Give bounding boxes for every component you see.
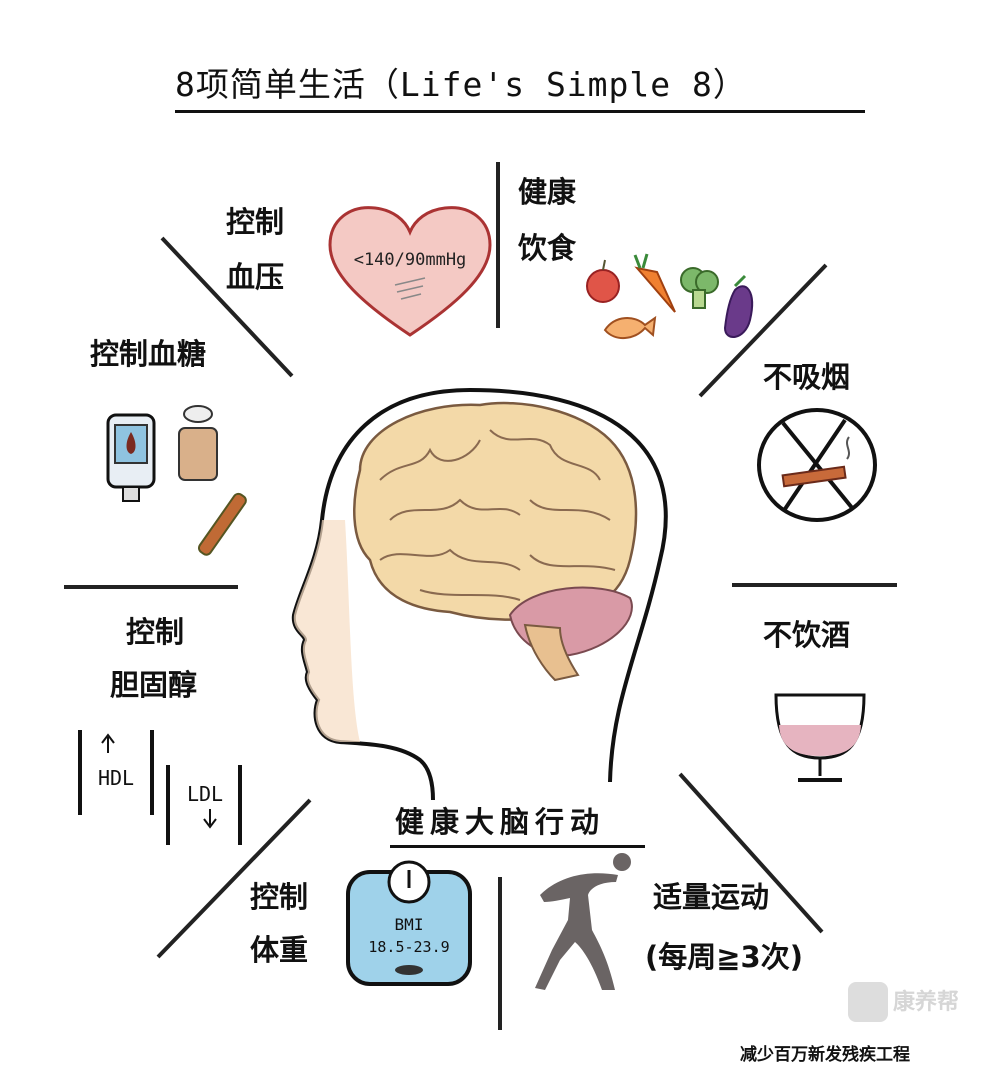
lancet-icon — [197, 492, 247, 556]
bp-label-line1: 控制 — [226, 205, 285, 239]
bp-annotation: <140/90mmHg — [354, 250, 467, 270]
exercising-person-icon — [535, 853, 631, 990]
bmi-label: BMI — [395, 915, 424, 934]
divider-line — [678, 772, 824, 934]
watermark-logo-icon — [848, 982, 888, 1022]
arrow-up-icon — [101, 733, 115, 753]
face-skin — [293, 520, 360, 742]
alcohol-label: 不饮酒 — [763, 618, 851, 652]
test-strip-vial-icon — [178, 405, 218, 481]
glucose-meter-icon — [106, 405, 247, 556]
cholesterol-label-line2: 胆固醇 — [110, 668, 198, 702]
watermark-text: 康养帮 — [893, 990, 960, 1015]
fish-icon — [603, 315, 657, 339]
center-label-underline — [390, 845, 645, 848]
footer-text: 减少百万新发残疾工程 — [740, 1045, 910, 1065]
page-title: 8项简单生活（Life's Simple 8） — [175, 60, 865, 113]
heart-icon: <140/90mmHg — [328, 206, 492, 337]
divider-line — [698, 263, 828, 398]
bmi-scale-icon: BMI 18.5-23.9 — [346, 860, 472, 986]
wine-glass-icon — [774, 693, 866, 782]
hdl-ldl-icon: HDL LDL — [78, 730, 242, 845]
weight-label-line1: 控制 — [250, 880, 309, 914]
apple-icon — [586, 259, 620, 303]
broccoli-icon — [680, 267, 719, 309]
hdl-text: HDL — [98, 766, 134, 790]
cholesterol-label-line1: 控制 — [126, 615, 185, 649]
bp-label-line2: 血压 — [226, 260, 285, 294]
eggplant-icon — [723, 274, 754, 338]
diet-label-line2: 饮食 — [518, 231, 577, 265]
arrow-down-icon — [203, 809, 217, 829]
exercise-label-line1: 适量运动 — [653, 880, 770, 914]
food-icons — [586, 253, 754, 339]
divider-line — [160, 236, 294, 378]
brainstem — [523, 623, 580, 682]
brain-gyri — [379, 429, 616, 601]
ldl-text: LDL — [187, 782, 223, 806]
blood-sugar-label: 控制血糖 — [90, 337, 207, 371]
weight-label-line2: 体重 — [250, 933, 309, 967]
carrot-icon — [633, 253, 676, 313]
bmi-range: 18.5-23.9 — [368, 938, 449, 956]
center-label: 健康大脑行动 — [395, 805, 606, 839]
diet-label-line1: 健康 — [518, 175, 577, 209]
smoking-label: 不吸烟 — [763, 360, 851, 394]
exercise-label-line2: (每周≧3次) — [645, 940, 803, 974]
no-smoking-icon — [757, 408, 877, 522]
divider-line — [156, 798, 312, 959]
